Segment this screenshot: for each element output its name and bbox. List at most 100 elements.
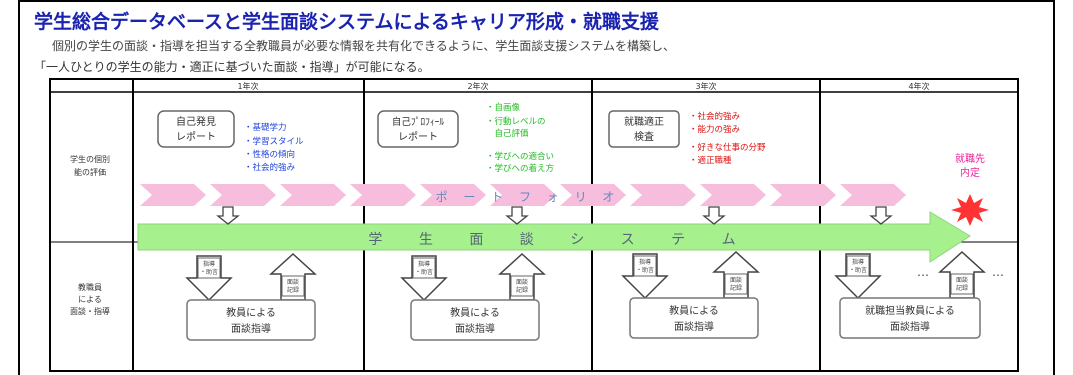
row-label-evaluation-line-1: 学生の個別 <box>70 154 110 164</box>
col1-item-4: ・社会的強み <box>244 162 296 173</box>
aptitude-test-line-1: 就職適正 <box>624 115 664 128</box>
interview-record-label-box <box>281 275 305 297</box>
portfolio-chevron <box>280 184 346 206</box>
self-profile-report-line-2: レポート <box>398 131 438 143</box>
interview-record-label-box-text: 面談 <box>730 276 742 284</box>
self-discovery-report-line-1: 自己発見 <box>176 115 216 128</box>
advice-label-box-text: 指導 <box>852 258 864 266</box>
advice-label-box-text: 指導 <box>203 260 215 268</box>
col3-items: ・社会的強み ・能力の強み ・好きな仕事の分野 ・適正職種 <box>689 111 766 166</box>
interview-record-label-box <box>724 273 748 295</box>
advice-label-box <box>197 257 221 279</box>
portfolio-chevron <box>630 184 696 206</box>
down-arrow-icon <box>505 206 529 225</box>
col1-item-3: ・性格の傾向 <box>244 149 295 160</box>
guidance-box-1-line-1: 教員による <box>226 306 276 319</box>
guidance-box-3-line-2: 面談指導 <box>674 320 714 333</box>
down-arrow-icon <box>702 206 726 225</box>
portfolio-chevron <box>840 184 906 206</box>
interview-record-label-box-text: 面談 <box>287 278 299 286</box>
guidance-box-2-line-1: 教員による <box>450 306 500 319</box>
subtitle-line-1: 個別の学生の面談・指導を担当する全教職員が必要な情報を共有化できるように、学生面… <box>52 39 676 53</box>
ellipsis-1: … <box>917 265 929 279</box>
guidance-box-4-line-1: 就職担当教員による <box>865 304 955 317</box>
advice-label-box-text: ・助言 <box>415 268 433 276</box>
self-discovery-report-line-2: レポート <box>176 131 216 143</box>
advice-label-box <box>846 255 870 277</box>
ellipsis-2: … <box>992 265 1004 279</box>
advice-label-box-text: 指導 <box>639 258 651 266</box>
interview-record-label-box <box>510 275 534 297</box>
interview-record-label-box <box>950 273 974 295</box>
portfolio-band <box>140 184 906 206</box>
advice-label-box-text: ・助言 <box>636 266 654 274</box>
portfolio-chevron <box>140 184 206 206</box>
col1-item-1: ・基礎学力 <box>244 122 287 133</box>
portfolio-chevron <box>490 184 556 206</box>
guidance-box-4-line-2: 面談指導 <box>890 320 930 333</box>
aptitude-test-box: 就職適正 検査 <box>608 110 680 148</box>
interview-record-label-box-text: 記録 <box>730 284 742 292</box>
guidance-box-labels: 教員による 面談指導 教員による 面談指導 教員による 面談指導 就職担当教員に… <box>226 304 955 335</box>
interview-system-label: 学 生 面 談 シ ス テ ム <box>368 232 751 248</box>
portfolio-chevron <box>770 184 836 206</box>
interview-record-label-box-text: 面談 <box>516 278 528 286</box>
col3-item-2: ・能力の強み <box>689 124 741 135</box>
frame-right-border <box>1053 0 1055 375</box>
interview-record-label-box-text: 記録 <box>516 286 528 294</box>
guidance-box-3-line-1: 教員による <box>669 304 719 317</box>
year-header-2: 2年次 <box>467 81 488 91</box>
interview-record-label-box-text: 面談 <box>956 276 968 284</box>
guidance-box-1-line-2: 面談指導 <box>231 322 271 335</box>
advice-label-box-text: 指導 <box>418 260 430 268</box>
col3-item-1: ・社会的強み <box>689 111 741 122</box>
col2-items: ・自画像 ・行動レベルの 自己評価 ・学びへの適合い ・学びへの着え方 <box>486 102 554 174</box>
self-profile-report-line-1: 自己ﾌﾟﾛﾌｨｰﾙ <box>392 116 445 128</box>
ellipsis-marks: … … <box>917 265 1004 279</box>
advice-label-box-text: ・助言 <box>200 268 218 276</box>
interview-record-label-box-text: 記録 <box>956 284 968 292</box>
down-arrow-icon <box>216 206 240 225</box>
col2-item-5: ・学びへの着え方 <box>486 163 554 174</box>
col2-item-2: ・行動レベルの <box>486 116 546 127</box>
row-label-guidance-line-1: 教職員 <box>78 282 102 292</box>
frame-top-border <box>18 0 1055 2</box>
portfolio-chevron <box>560 184 626 206</box>
row-label-evaluation-line-2: 能の評価 <box>74 167 106 177</box>
year-header-4: 4年次 <box>908 81 929 91</box>
interview-record-label-box-text: 記録 <box>287 286 299 294</box>
col1-item-2: ・学習スタイル <box>244 136 304 147</box>
starburst-icon <box>951 194 989 226</box>
advice-label-box-text: ・助言 <box>849 266 867 274</box>
col2-item-4: ・学びへの適合い <box>486 151 554 162</box>
self-discovery-report: 自己発見 レポート <box>157 110 235 148</box>
diagram-title: 学生総合データベースと学生面談システムによるキャリア形成・就職支援 <box>34 11 659 33</box>
year-headers: 1年次 2年次 3年次 4年次 <box>237 81 929 91</box>
col3-item-3: ・好きな仕事の分野 <box>689 142 766 153</box>
guidance-boxes <box>186 297 981 341</box>
col3-item-4: ・適正職種 <box>689 155 732 166</box>
portfolio-chevron <box>210 184 276 206</box>
job-offer-goal: 就職先 内定 <box>955 152 985 179</box>
row-label-evaluation: 学生の個別 能の評価 <box>70 154 110 177</box>
aptitude-test-line-2: 検査 <box>634 130 654 143</box>
job-offer-goal-line-2: 内定 <box>960 166 980 179</box>
interview-system-arrow <box>137 211 971 263</box>
advice-label-box <box>412 257 436 279</box>
row-label-guidance: 教職員 による 面談・指導 <box>70 282 110 316</box>
year-header-1: 1年次 <box>237 81 258 91</box>
job-offer-goal-line-1: 就職先 <box>955 152 985 165</box>
col1-items: ・基礎学力 ・学習スタイル ・性格の傾向 ・社会的強み <box>244 122 304 173</box>
portfolio-label: ポ ー ト フ ォ リ オ <box>436 190 621 204</box>
self-profile-report: 自己ﾌﾟﾛﾌｨｰﾙ レポート <box>377 110 459 148</box>
subtitle-line-2: 「一人ひとりの学生の能力・適正に基づいた面談・指導」が可能になる。 <box>34 60 430 74</box>
advice-label-box <box>633 255 657 277</box>
down-arrow-icon <box>869 206 893 225</box>
col2-item-1: ・自画像 <box>486 102 521 113</box>
portfolio-chevron <box>700 184 766 206</box>
portfolio-chevron <box>420 184 486 206</box>
row-label-guidance-line-3: 面談・指導 <box>70 306 110 316</box>
frame-left-border <box>18 0 20 375</box>
